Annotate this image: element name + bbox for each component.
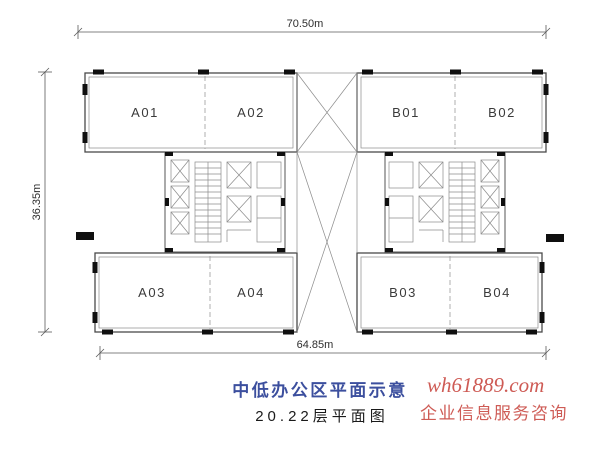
unit-label-a04: A04 [237,285,265,300]
watermark-url: wh61889.com [427,373,544,397]
watermark-slogan: 企业信息服务咨询 [420,404,568,423]
plan-title: 中低办公区平面示意 [232,380,408,400]
wing-top-left [84,72,298,153]
columns [76,69,564,335]
wing-bottom-right [356,252,543,333]
dimension-bottom: 64.85m [95,339,551,360]
unit-labels: A01 A02 B01 B02 A03 A04 B03 B04 [131,105,516,300]
unit-label-b01: B01 [392,105,420,120]
title-block: 中低办公区平面示意 20.22层平面图 [232,380,408,425]
plan-subtitle: 20.22层平面图 [255,408,389,425]
wing-bottom-left [94,252,298,333]
unit-label-a03: A03 [138,285,166,300]
dimension-top: 70.50m [73,18,551,39]
unit-label-b02: B02 [488,105,516,120]
dimension-left-label: 36.35m [31,184,43,221]
watermark: wh61889.com 企业信息服务咨询 [420,373,568,423]
dimension-top-label: 70.50m [287,18,324,30]
dimension-bottom-label: 64.85m [297,339,334,351]
unit-label-a02: A02 [237,105,265,120]
core-right [384,151,506,253]
unit-label-a01: A01 [131,105,159,120]
center-connector [296,72,358,333]
dimension-left: 36.35m [31,67,52,337]
core-left [164,151,286,253]
wing-top-right [356,72,547,153]
unit-label-b04: B04 [483,285,511,300]
unit-label-b03: B03 [389,285,417,300]
